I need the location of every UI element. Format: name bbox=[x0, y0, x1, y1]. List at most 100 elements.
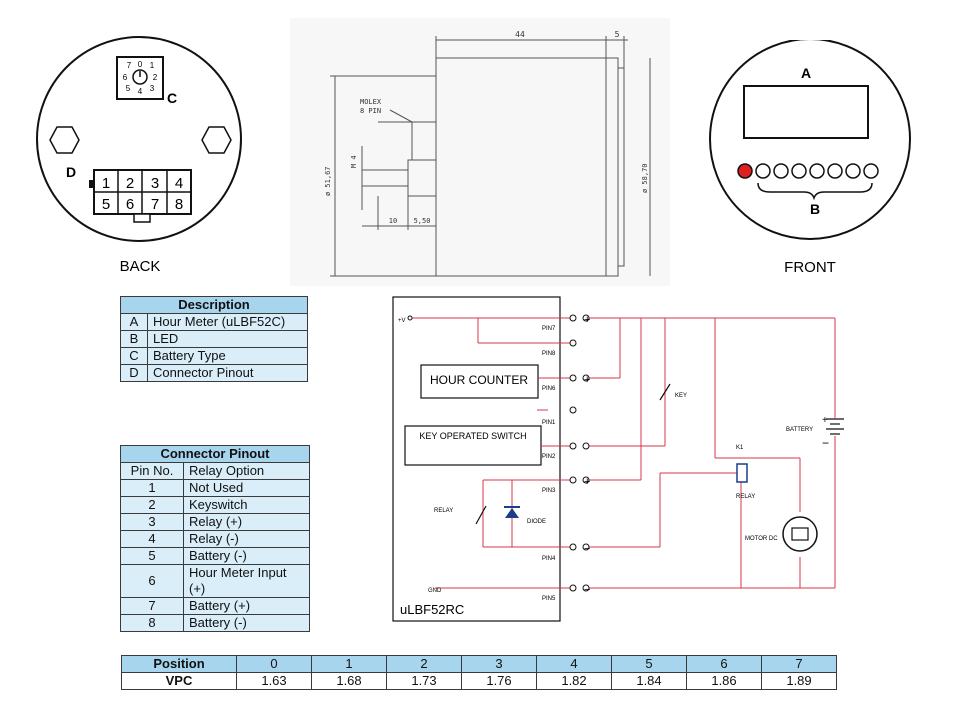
diode-label: DIODE bbox=[527, 519, 546, 525]
relay-coil bbox=[736, 463, 748, 483]
gnd-label: GND bbox=[428, 588, 442, 594]
table-row: D Connector Pinout bbox=[120, 364, 308, 382]
side-view-drawing: 44 5 MOLEX 8 PIN M 4 ø 51,67 ø 58,70 10 … bbox=[290, 18, 670, 286]
minus-sign: − bbox=[584, 543, 590, 555]
plus-sign: + bbox=[822, 415, 828, 426]
relay-right-label: RELAY bbox=[736, 494, 755, 500]
relay-option: Battery (+) bbox=[183, 597, 310, 615]
vpc-value: 1.82 bbox=[536, 672, 612, 690]
vpc-label: VPC bbox=[121, 672, 237, 690]
description-table-title: Description bbox=[120, 296, 308, 314]
connector-pin-number: 4 bbox=[175, 175, 183, 192]
vpc-value: 1.63 bbox=[236, 672, 312, 690]
led-indicator bbox=[827, 163, 843, 179]
pin-label: PIN5 bbox=[542, 596, 556, 602]
plus-sign: + bbox=[584, 374, 590, 386]
dim-5: 5 bbox=[615, 30, 620, 39]
dial-digit: 5 bbox=[126, 84, 131, 93]
vpc-value: 1.73 bbox=[386, 672, 462, 690]
pin-number: 6 bbox=[120, 564, 184, 598]
description-value: Battery Type bbox=[147, 347, 308, 365]
relay-option: Relay (+) bbox=[183, 513, 310, 531]
position-value: 3 bbox=[461, 655, 537, 673]
minus-sign: − bbox=[822, 436, 829, 450]
description-key: C bbox=[120, 347, 148, 365]
diode-symbol bbox=[505, 508, 519, 518]
dial-digit: 1 bbox=[150, 61, 155, 70]
table-row: A Hour Meter (uLBF52C) bbox=[120, 313, 308, 331]
dial-digit: 0 bbox=[138, 60, 143, 69]
description-table: Description A Hour Meter (uLBF52C) B LED… bbox=[120, 296, 308, 382]
plus-sign: + bbox=[584, 476, 590, 488]
position-label: Position bbox=[121, 655, 237, 673]
dim-51-67: ø 51,67 bbox=[324, 166, 332, 196]
dial-digit: 7 bbox=[127, 61, 132, 70]
led-indicator bbox=[863, 163, 879, 179]
pin-number: 7 bbox=[120, 597, 184, 615]
front-label: FRONT bbox=[784, 259, 836, 276]
vpc-value: 1.76 bbox=[461, 672, 537, 690]
dim-58-70: ø 58,70 bbox=[641, 163, 649, 193]
pin-label: PIN1 bbox=[542, 420, 556, 426]
battery-label: BATTERY bbox=[786, 427, 813, 433]
minus-sign: − bbox=[584, 584, 590, 596]
pin-label: PIN4 bbox=[542, 556, 556, 562]
relay-option: Battery (-) bbox=[183, 614, 310, 632]
pin-label: PIN7 bbox=[542, 326, 556, 332]
pin-label: PIN6 bbox=[542, 386, 556, 392]
connector-pin-number: 6 bbox=[126, 196, 134, 213]
pin-label: PIN3 bbox=[542, 488, 556, 494]
connector-pin-number: 2 bbox=[126, 175, 134, 192]
hour-counter-label: HOUR COUNTER bbox=[430, 373, 528, 387]
connector-table-title: Connector Pinout bbox=[120, 445, 310, 463]
dim-5-50: 5,50 bbox=[414, 217, 431, 225]
connector-pin-number: 3 bbox=[151, 175, 159, 192]
back-view: 0 1 2 3 4 5 6 7 C D 1 2 3 4 5 6 7 8 BACK bbox=[36, 36, 242, 275]
hex-nut-left bbox=[49, 126, 80, 154]
dial-digit: 3 bbox=[150, 84, 155, 93]
column-header-pin: Pin No. bbox=[120, 462, 184, 480]
connector-pin-number: 5 bbox=[102, 196, 110, 213]
position-value: 4 bbox=[536, 655, 612, 673]
table-row: B LED bbox=[120, 330, 308, 348]
relay-option: Hour Meter Input (+) bbox=[183, 564, 310, 598]
callout-b: B bbox=[810, 201, 820, 217]
dim-10: 10 bbox=[389, 217, 397, 225]
back-label: BACK bbox=[120, 258, 161, 275]
pin-number: 1 bbox=[120, 479, 184, 497]
description-value: LED bbox=[147, 330, 308, 348]
position-value: 5 bbox=[611, 655, 687, 673]
plus-sign: + bbox=[584, 314, 590, 326]
hour-counter-block bbox=[420, 364, 539, 399]
key-switch-label: KEY OPERATED SWITCH bbox=[419, 431, 526, 441]
table-row: VPC 1.63 1.68 1.73 1.76 1.82 1.84 1.86 1… bbox=[121, 672, 837, 690]
dim-44: 44 bbox=[515, 30, 525, 39]
dial-digit: 2 bbox=[153, 73, 158, 82]
k1-label: K1 bbox=[736, 445, 744, 451]
relay-option: Battery (-) bbox=[183, 547, 310, 565]
pin-number: 3 bbox=[120, 513, 184, 531]
callout-c: C bbox=[167, 90, 177, 106]
vpc-value: 1.68 bbox=[311, 672, 387, 690]
description-key: B bbox=[120, 330, 148, 348]
vpc-value: 1.89 bbox=[761, 672, 837, 690]
pin-number: 5 bbox=[120, 547, 184, 565]
column-header-option: Relay Option bbox=[183, 462, 310, 480]
pin-number: 4 bbox=[120, 530, 184, 548]
led-indicator bbox=[755, 163, 771, 179]
plus-v-label: +V bbox=[398, 318, 406, 324]
led-brace bbox=[757, 182, 873, 201]
led-indicator bbox=[773, 163, 789, 179]
description-value: Hour Meter (uLBF52C) bbox=[147, 313, 308, 331]
led-indicator bbox=[791, 163, 807, 179]
relay-label: RELAY bbox=[434, 508, 453, 514]
dial-digit: 4 bbox=[138, 87, 143, 96]
